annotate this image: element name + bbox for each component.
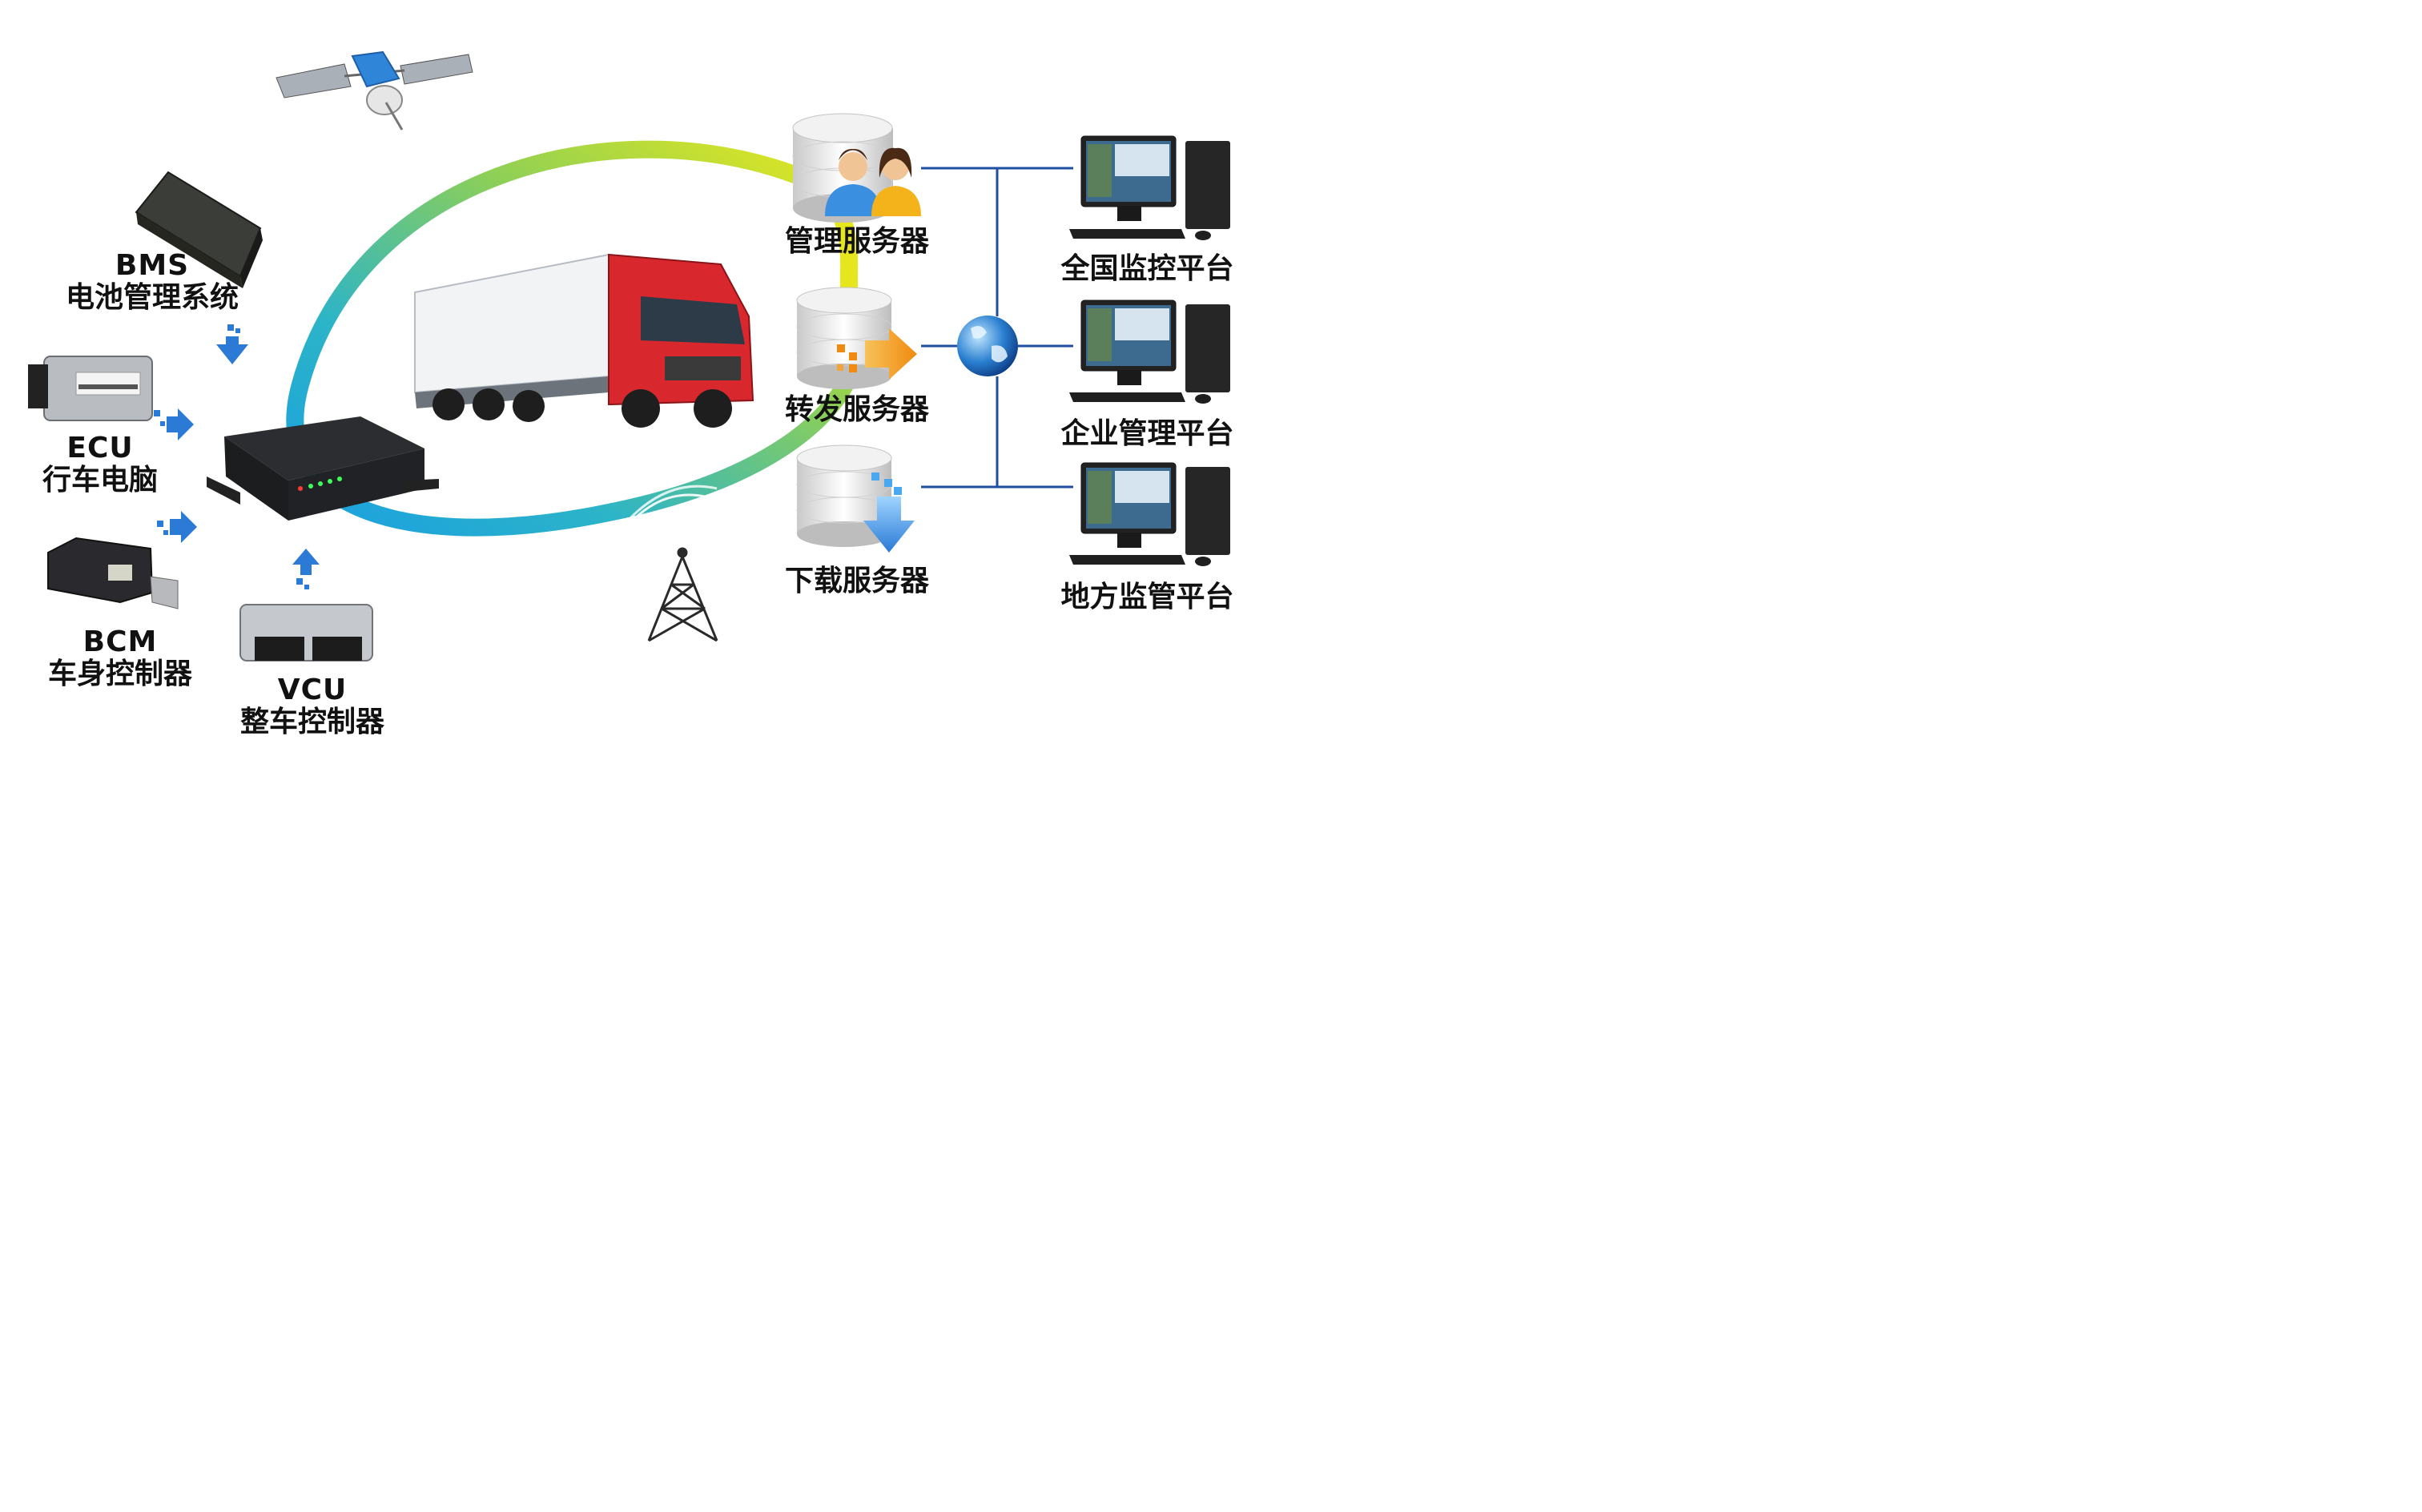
vcu-name: 整车控制器 (239, 706, 384, 738)
bms-code: BMS (115, 249, 190, 282)
ecu-name: 行车电脑 (42, 464, 158, 497)
forwarding-server-label: 转发服务器 (784, 393, 929, 426)
ecu-device-image (28, 356, 153, 421)
bms-device-image (135, 171, 263, 288)
bcm-code: BCM (82, 625, 158, 658)
bcm-right-arrow-icon (157, 511, 197, 543)
bcm-label: BCM 车身控制器 (44, 626, 196, 690)
bcm-name: 车身控制器 (47, 657, 192, 690)
forwarding-server-icon (796, 287, 892, 389)
bms-name: 电池管理系统 (65, 281, 239, 314)
local-platform-label: 地方监管平台 (1060, 581, 1234, 613)
cell-tower-icon (647, 547, 718, 642)
vcu-label: VCU 整车控制器 (232, 674, 392, 738)
vcu-up-arrow-icon (292, 549, 320, 589)
download-arrow-icon (863, 472, 915, 553)
bms-label: BMS 电池管理系统 (64, 250, 240, 314)
management-server-label: 管理服务器 (784, 225, 929, 258)
bcm-device-image (47, 537, 179, 609)
vcu-code: VCU (277, 674, 348, 706)
truck-image (414, 253, 754, 428)
satellite-icon (276, 50, 473, 131)
computer-enterprise-icon (1069, 300, 1230, 404)
vcu-device-image (239, 604, 373, 662)
ecu-label: ECU 行车电脑 (36, 432, 164, 497)
download-server-label: 下载服务器 (784, 565, 929, 597)
computer-local-icon (1069, 462, 1230, 566)
users-icon (825, 147, 921, 216)
network-diagram (28, 50, 1230, 662)
national-platform-label: 全国监控平台 (1060, 252, 1234, 285)
computer-national-icon (1069, 135, 1230, 240)
enterprise-platform-label: 企业管理平台 (1060, 417, 1234, 450)
bms-down-arrow-icon (216, 324, 248, 364)
vehicle-terminal-device (207, 416, 439, 521)
ecu-code: ECU (66, 432, 134, 464)
network-links (921, 167, 1073, 489)
ecu-right-arrow-icon (154, 408, 194, 440)
globe-icon (957, 316, 1018, 376)
forward-arrow-icon (837, 328, 917, 380)
